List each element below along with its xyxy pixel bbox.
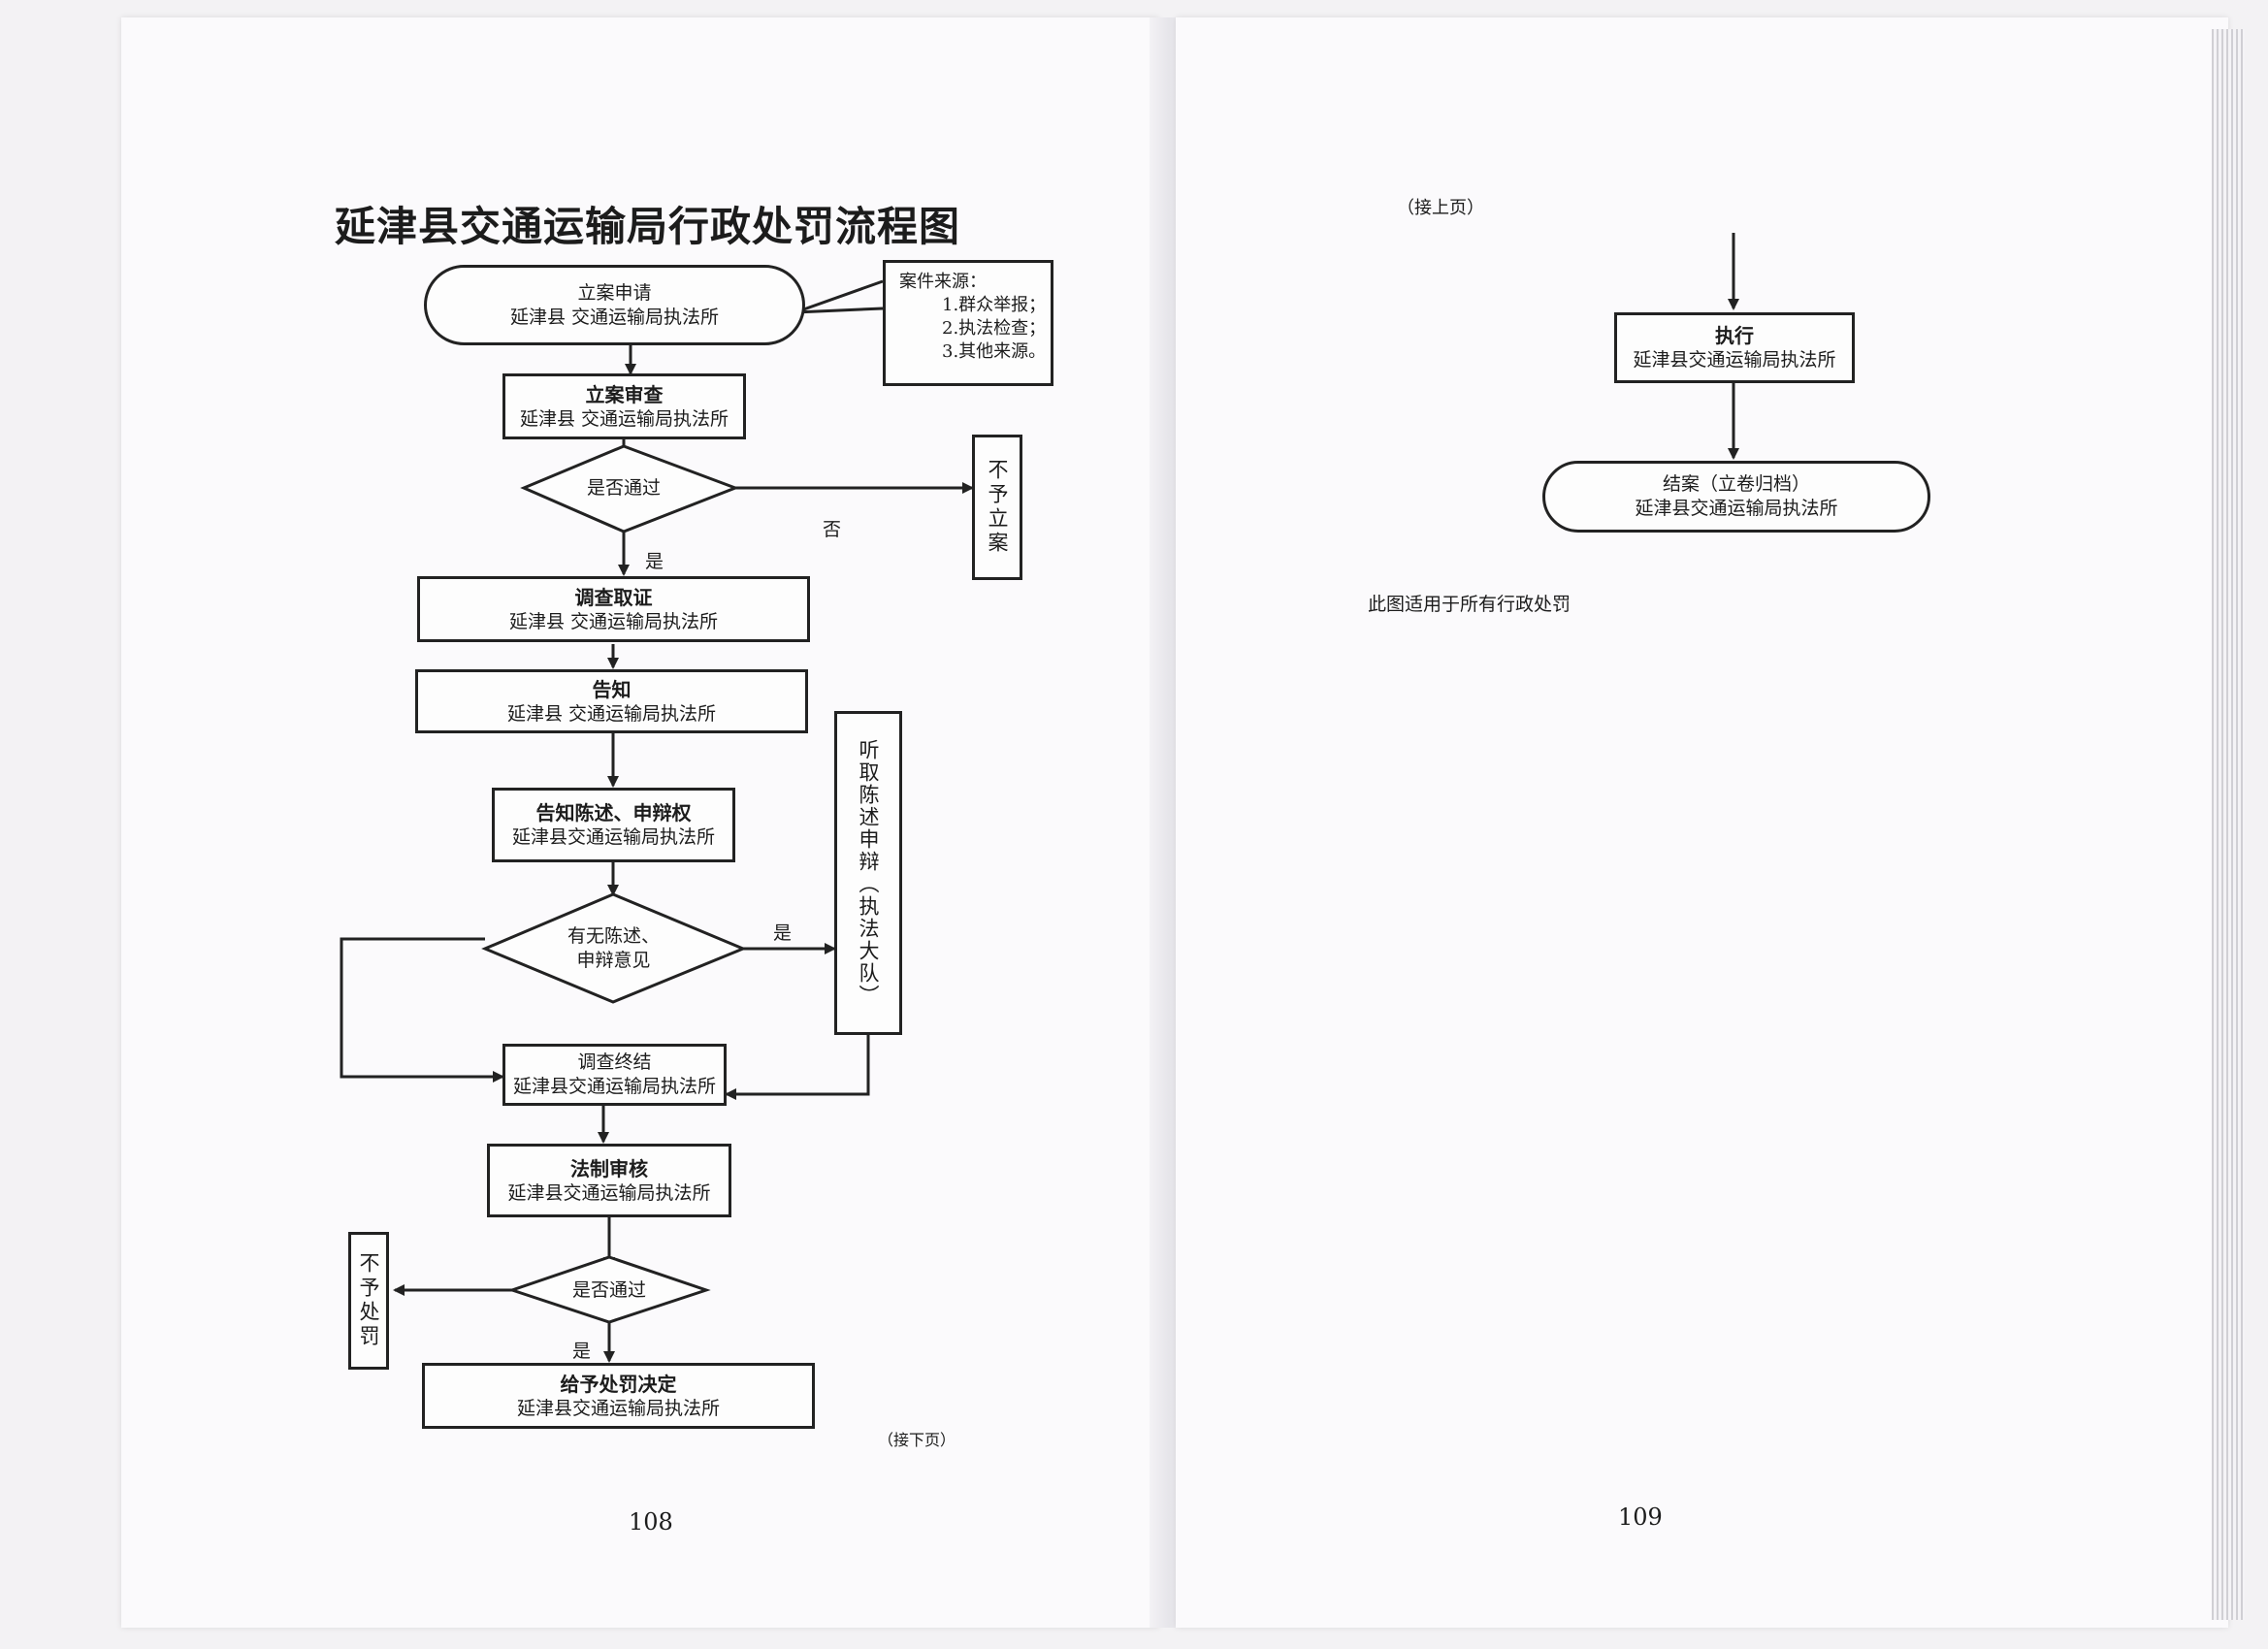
node-title: 调查取证	[574, 585, 653, 609]
node-subtitle: 延津县交通运输局执法所	[1635, 498, 1838, 519]
hearing-node: 听取陈述申辩（执法大队）	[834, 711, 902, 1035]
node-title: 调查终结	[577, 1051, 652, 1073]
node-title: 告知陈述、申辩权	[535, 801, 692, 824]
page-title: 延津县交通运输局行政处罚流程图	[335, 203, 961, 250]
notice-node: 告知 延津县 交通运输局执法所	[415, 669, 808, 733]
investigation-end-node: 调查终结 延津县交通运输局执法所	[502, 1044, 727, 1106]
no-filing-node: 不予立案	[972, 435, 1022, 580]
right-page	[1176, 17, 2228, 1628]
node-subtitle: 延津县 交通运输局执法所	[519, 407, 729, 430]
node-title: 立案审查	[585, 382, 664, 406]
node-title: 执行	[1715, 324, 1754, 347]
node-subtitle: 延津县交通运输局执法所	[511, 826, 715, 848]
decision-diamond-defense	[481, 892, 747, 1004]
page-number-right: 109	[1618, 1504, 1663, 1531]
decision-line: 有无陈述、	[567, 925, 660, 947]
node-subtitle: 延津县 交通运输局执法所	[506, 702, 717, 725]
edge-label-yes-1: 是	[645, 551, 664, 572]
case-source-heading: 案件来源：	[899, 272, 987, 292]
case-source-item: 1.群众举报；	[942, 295, 1047, 315]
node-title: 立案申请	[577, 281, 652, 304]
page-edges	[2212, 29, 2245, 1620]
edge-label-no: 否	[823, 519, 842, 540]
continued-prev-note: （接上页）	[1397, 198, 1484, 218]
node-subtitle: 延津县交通运输局执法所	[516, 1397, 720, 1419]
no-penalty-node: 不予处罚	[348, 1232, 389, 1370]
filing-review-node: 立案审查 延津县 交通运输局执法所	[502, 373, 746, 439]
continued-next-note: （接下页）	[878, 1431, 956, 1449]
penalty-decision-node: 给予处罚决定 延津县交通运输局执法所	[422, 1363, 815, 1429]
node-subtitle: 延津县 交通运输局执法所	[509, 306, 720, 328]
case-source-callout	[794, 279, 884, 314]
investigation-node: 调查取证 延津县 交通运输局执法所	[417, 576, 810, 642]
case-source-item: 3.其他来源。	[942, 341, 1047, 362]
execution-node: 执行 延津县交通运输局执法所	[1614, 312, 1855, 383]
decision-label-1: 是否通过	[586, 476, 661, 499]
applicability-note: 此图适用于所有行政处罚	[1368, 594, 1571, 615]
node-subtitle: 延津县交通运输局执法所	[512, 1076, 716, 1097]
edge-label-yes-2: 是	[572, 1341, 592, 1362]
decision-line: 申辩意见	[576, 950, 651, 971]
page-number-left: 108	[629, 1508, 673, 1536]
decision-label-2: 是否通过	[571, 1278, 646, 1301]
node-subtitle: 延津县交通运输局执法所	[507, 1181, 711, 1204]
case-closed-node: 结案（立卷归档） 延津县交通运输局执法所	[1542, 461, 1930, 533]
node-title: 给予处罚决定	[560, 1372, 677, 1396]
notice-defense-rights-node: 告知陈述、申辩权 延津县交通运输局执法所	[492, 788, 735, 862]
filing-application-node: 立案申请 延津县 交通运输局执法所	[424, 265, 805, 345]
node-title: 法制审核	[570, 1156, 648, 1180]
case-source-item: 2.执法检查；	[942, 318, 1047, 339]
edge-label-yes-defense: 是	[773, 922, 793, 944]
node-title: 结案（立卷归档）	[1662, 473, 1810, 495]
legal-review-node: 法制审核 延津县交通运输局执法所	[487, 1144, 731, 1217]
node-subtitle: 延津县交通运输局执法所	[1633, 349, 1836, 371]
node-subtitle: 延津县 交通运输局执法所	[508, 610, 719, 632]
decision-diamond-1	[520, 444, 740, 534]
node-title: 告知	[592, 677, 632, 701]
decision-diamond-2	[507, 1255, 711, 1324]
case-source-box: 案件来源： 1.群众举报； 2.执法检查； 3.其他来源。	[883, 260, 1053, 386]
decision-label-defense: 有无陈述、 申辩意见	[529, 920, 698, 978]
